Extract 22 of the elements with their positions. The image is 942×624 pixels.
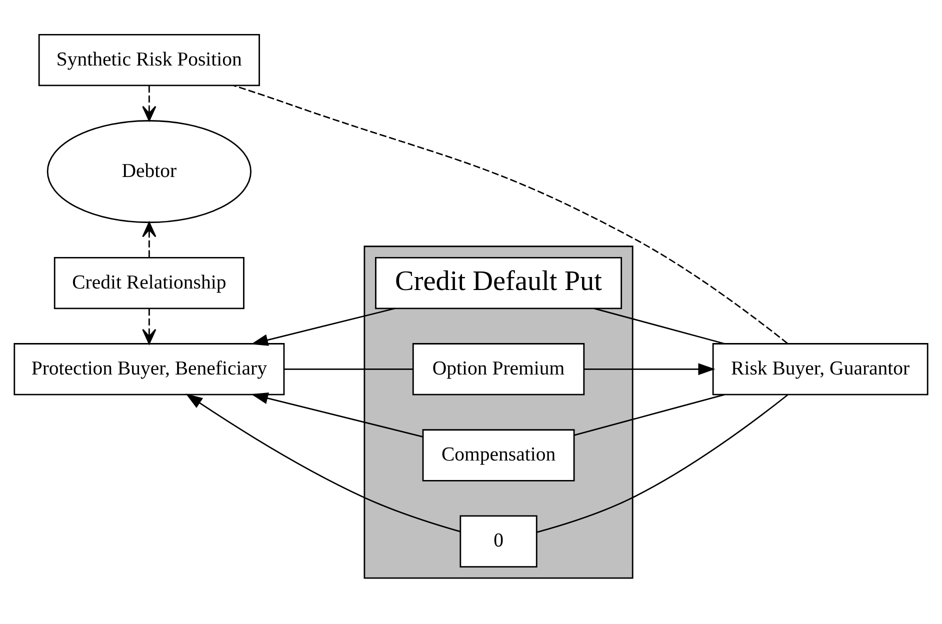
connector	[574, 394, 725, 436]
cluster	[364, 246, 634, 579]
node-box: Credit Default Put	[375, 256, 622, 310]
node-box: Protection Buyer, Beneficiary	[14, 343, 285, 396]
node-box: Credit Relationship	[54, 256, 244, 310]
connector	[284, 368, 413, 370]
arrow	[142, 308, 156, 344]
node-box: Compensation	[422, 429, 575, 482]
connector	[234, 84, 788, 344]
node-box: Synthetic Risk Position	[38, 34, 260, 86]
arrow	[142, 222, 156, 258]
arrow	[186, 394, 460, 532]
connector	[536, 394, 788, 533]
arrow	[251, 392, 424, 438]
node-ellipse: Debtor	[46, 120, 252, 224]
node-box: 0	[460, 515, 538, 568]
arrow	[584, 363, 716, 376]
arrow	[142, 86, 156, 122]
arrow	[251, 308, 395, 346]
node-box: Option Premium	[412, 343, 585, 396]
node-box: Risk Buyer, Guarantor	[712, 343, 928, 396]
connector	[594, 308, 725, 344]
